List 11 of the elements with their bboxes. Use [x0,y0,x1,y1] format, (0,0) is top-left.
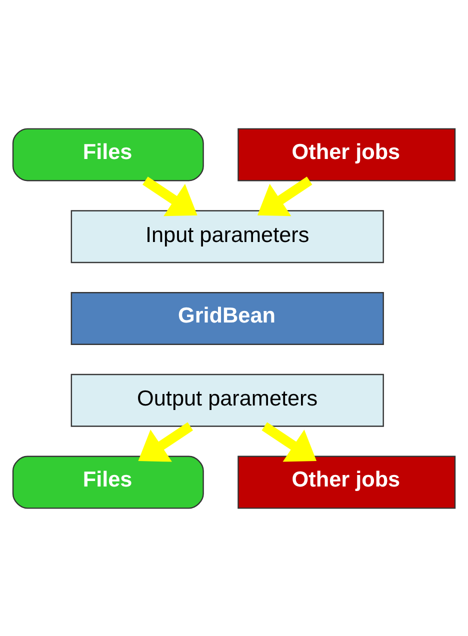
arrow [257,176,312,216]
arrow [142,176,198,216]
arrow [262,422,317,462]
node-box: GridBean [70,292,384,344]
node-box: Input parameters [70,210,384,263]
node-box: Output parameters [70,373,384,426]
node-box: Files [12,128,204,181]
arrow [138,422,193,462]
node-box: Other jobs [238,128,456,181]
node-box: Files [12,455,204,508]
node-box: Other jobs [238,455,456,508]
